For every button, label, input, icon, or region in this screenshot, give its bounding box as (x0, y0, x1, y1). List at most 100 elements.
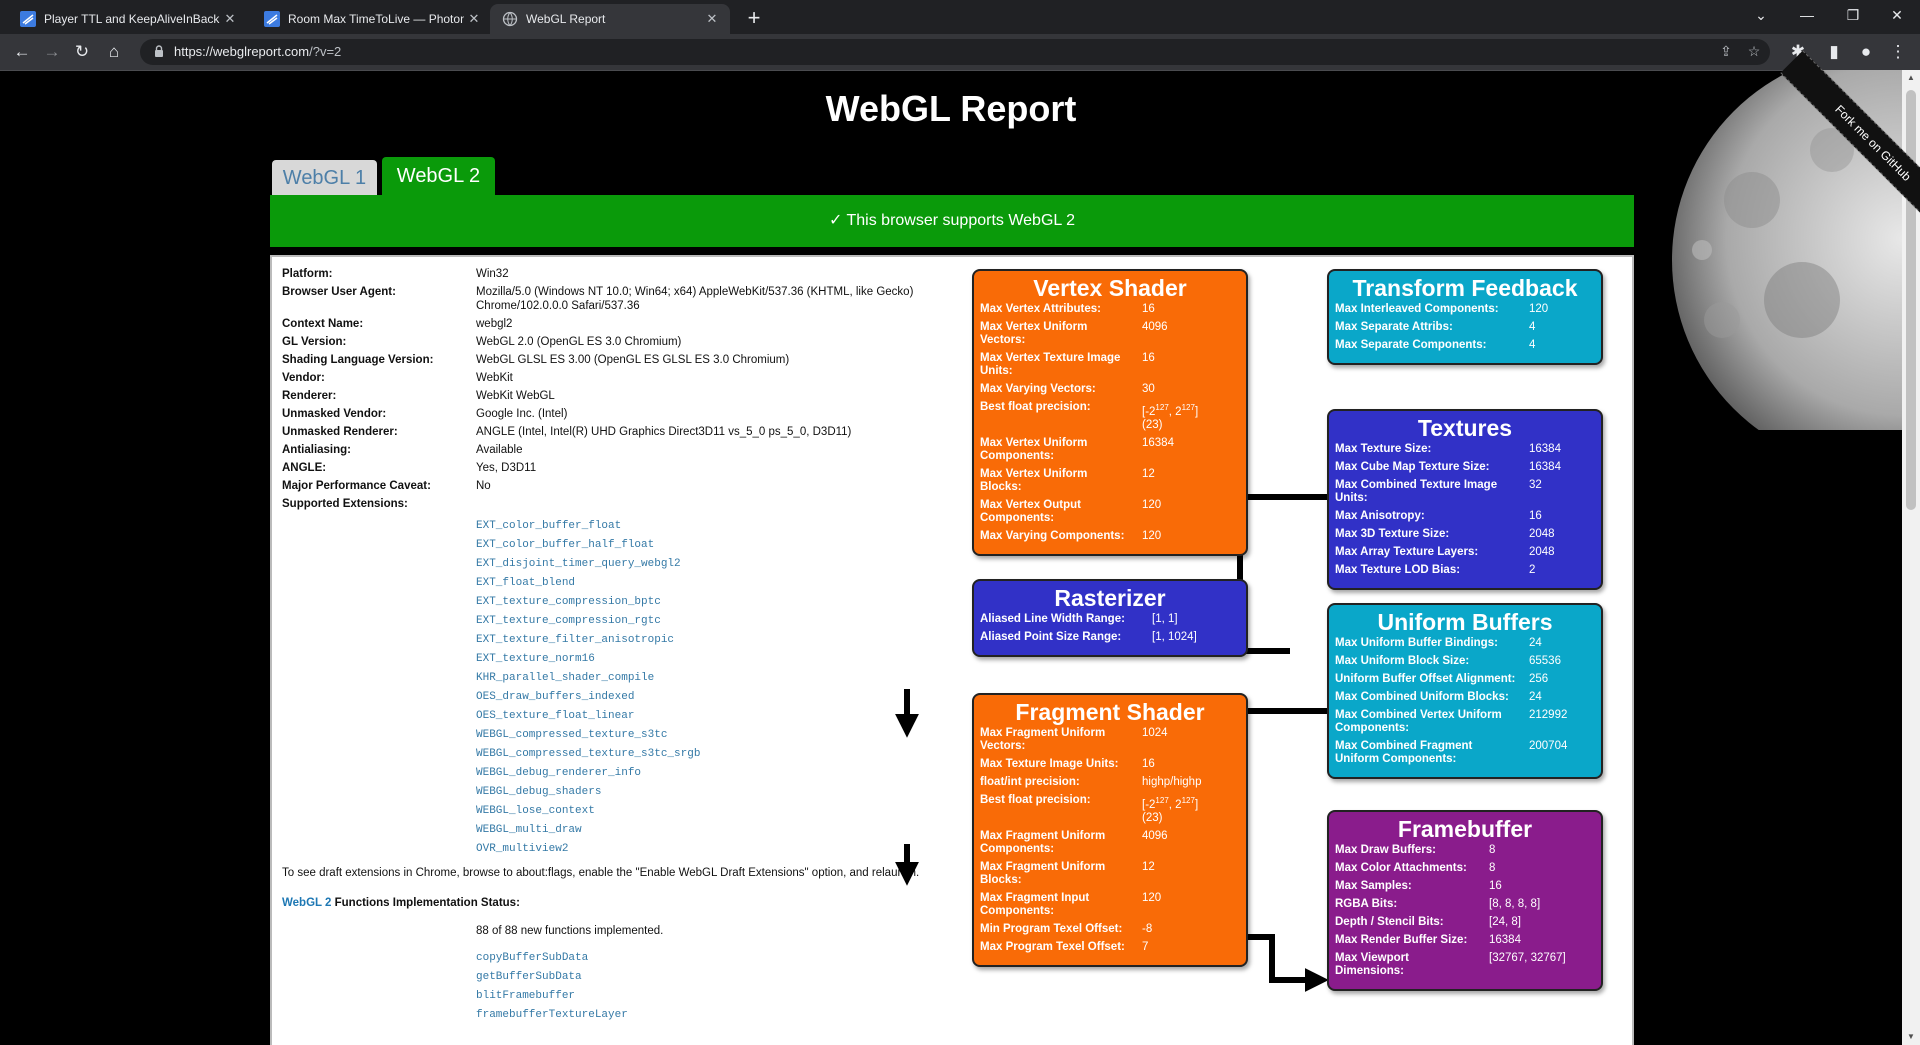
extension-link[interactable]: EXT_color_buffer_float (476, 520, 622, 532)
extension-link[interactable]: WEBGL_debug_shaders (476, 786, 602, 798)
info-row: Context Name:webgl2 (282, 317, 962, 331)
box-key: float/int precision: (980, 776, 1080, 788)
extension-link[interactable]: OES_texture_float_linear (476, 710, 635, 722)
tab-search-icon[interactable]: ⌄ (1755, 7, 1767, 23)
close-tab-icon[interactable]: ✕ (224, 11, 236, 26)
box-key: Max Texture Image Units: (980, 758, 1119, 770)
extension-link[interactable]: EXT_color_buffer_half_float (476, 539, 655, 551)
extension-link[interactable]: EXT_texture_filter_anisotropic (476, 634, 675, 646)
extension-link[interactable]: EXT_texture_compression_bptc (476, 596, 661, 608)
function-link[interactable]: framebufferTextureLayer (476, 1009, 628, 1021)
extension-link[interactable]: WEBGL_multi_draw (476, 824, 582, 836)
reload-icon[interactable]: ↻ (74, 42, 90, 61)
browser-toolbar: ← → ↻ ⌂ https://webglreport.com/?v=2 ⇪ ☆… (0, 34, 1920, 71)
info-row: Unmasked Renderer: ANGLE (Intel, Intel(R)… (282, 425, 962, 439)
tab-title: Room Max TimeToLive — Photon (288, 12, 464, 26)
extension-link[interactable]: WEBGL_compressed_texture_s3tc_srgb (476, 748, 701, 760)
browser-tab-2[interactable]: Room Max TimeToLive — Photon ✕ (252, 4, 492, 34)
home-icon[interactable]: ⌂ (108, 42, 120, 61)
extension-link[interactable]: EXT_texture_norm16 (476, 653, 595, 665)
scrollbar-thumb[interactable] (1906, 90, 1916, 510)
box-key: Max Varying Components: (980, 529, 1125, 542)
info-key: Platform: (282, 268, 333, 280)
vertical-scrollbar[interactable]: ▲ ▼ (1902, 70, 1920, 1045)
function-link[interactable]: blitFramebuffer (476, 990, 576, 1002)
new-tab-button[interactable]: + (747, 5, 761, 30)
function-link[interactable]: getBufferSubData (476, 971, 582, 983)
box-value: 16384 (1489, 934, 1521, 946)
box-value: 65536 (1529, 655, 1561, 667)
extension-link[interactable]: OES_draw_buffers_indexed (476, 691, 635, 703)
box-value: [24, 8] (1489, 916, 1521, 928)
box-value: 120 (1142, 891, 1162, 904)
box-title: Framebuffer (1397, 816, 1533, 842)
box-key: Depth / Stencil Bits: (1335, 916, 1444, 928)
box-row: Aliased Line Width Range:[1, 1] (980, 613, 1240, 626)
box-key: Max Combined Uniform Blocks: (1335, 691, 1509, 703)
tab-webgl2[interactable]: WebGL 2 (382, 157, 495, 195)
globe-icon (502, 11, 518, 27)
close-tab-icon[interactable]: ✕ (706, 11, 718, 26)
info-key: Browser User Agent: (282, 286, 396, 298)
browser-tab-3-active[interactable]: WebGL Report ✕ (490, 4, 730, 34)
tab-strip: Player TTL and KeepAliveInBackG ✕ Room M… (0, 0, 1920, 34)
minimize-button[interactable]: — (1800, 7, 1814, 23)
box-value: [8, 8, 8, 8] (1489, 898, 1541, 910)
box-key: Best float precision: (980, 794, 1091, 806)
photon-favicon-icon (264, 11, 280, 27)
box-value: 2048 (1529, 546, 1555, 558)
box-key: Max Vertex Output Components: (980, 498, 1081, 524)
extension-link[interactable]: EXT_float_blend (476, 577, 576, 589)
box-value: 4096 (1142, 829, 1168, 842)
close-tab-icon[interactable]: ✕ (468, 11, 480, 26)
moon-image (1672, 70, 1902, 430)
extension-link[interactable]: WEBGL_debug_renderer_info (476, 767, 642, 779)
info-key: Vendor: (282, 372, 325, 384)
extension-link[interactable]: WEBGL_lose_context (476, 805, 595, 817)
box-value: 32 (1529, 479, 1542, 491)
info-value: ANGLE (Intel, Intel(R) UHD Graphics Dire… (476, 426, 852, 438)
profile-icon[interactable]: ● (1860, 42, 1872, 61)
bookmark-star-icon[interactable]: ☆ (1747, 43, 1761, 59)
back-icon[interactable]: ← (13, 42, 31, 61)
restore-button[interactable]: ❐ (1846, 7, 1860, 23)
box-value: 200704 (1529, 740, 1568, 752)
side-panel-icon[interactable]: ▮ (1829, 42, 1839, 61)
box-row: Max Program Texel Offset: 7 (980, 941, 1240, 954)
box-key: Max Anisotropy: (1335, 510, 1425, 522)
info-value: WebKit WebGL (476, 390, 555, 402)
info-key: Unmasked Renderer: (282, 426, 398, 438)
box-key: Max Vertex Uniform Components: (980, 436, 1088, 462)
box-row: RGBA Bits:[8, 8, 8, 8] (1335, 898, 1595, 911)
box-key: Max Fragment Uniform Vectors: (980, 727, 1106, 752)
info-key: Shading Language Version: (282, 354, 434, 366)
box-row: Max Separate Attribs:4 (1335, 321, 1595, 334)
close-window-button[interactable]: ✕ (1891, 7, 1903, 23)
extension-link[interactable]: OVR_multiview2 (476, 843, 569, 855)
box-key: Max Program Texel Offset: (980, 940, 1125, 953)
info-value: Mozilla/5.0 (Windows NT 10.0; Win64; x64… (476, 286, 914, 312)
menu-icon[interactable]: ⋮ (1889, 42, 1907, 61)
webgl2-link[interactable]: WebGL 2 (282, 897, 332, 909)
box-row: Max Combined Fragment Uniform Components… (1335, 740, 1595, 766)
address-bar[interactable]: https://webglreport.com/?v=2 ⇪ ☆ (140, 39, 1770, 65)
box-key: Max Array Texture Layers: (1335, 546, 1479, 558)
browser-tab-1[interactable]: Player TTL and KeepAliveInBackG ✕ (8, 4, 248, 34)
box-key: Min Program Texel Offset: (980, 922, 1123, 935)
share-icon[interactable]: ⇪ (1720, 43, 1732, 59)
forward-icon[interactable]: → (43, 42, 61, 61)
box-value: 7 (1142, 940, 1149, 953)
extension-link[interactable]: KHR_parallel_shader_compile (476, 672, 655, 684)
extension-link[interactable]: WEBGL_compressed_texture_s3tc (476, 729, 668, 741)
info-value: No (476, 480, 491, 492)
box-row: Max Texture LOD Bias:2 (1335, 564, 1595, 577)
scroll-up-icon[interactable]: ▲ (1907, 73, 1915, 82)
function-link[interactable]: copyBufferSubData (476, 952, 589, 964)
extension-link[interactable]: EXT_disjoint_timer_query_webgl2 (476, 558, 681, 570)
info-value: Available (476, 444, 523, 456)
extension-link[interactable]: EXT_texture_compression_rgtc (476, 615, 661, 627)
tab-webgl1[interactable]: WebGL 1 (272, 160, 377, 196)
scroll-down-icon[interactable]: ▼ (1907, 1032, 1915, 1041)
